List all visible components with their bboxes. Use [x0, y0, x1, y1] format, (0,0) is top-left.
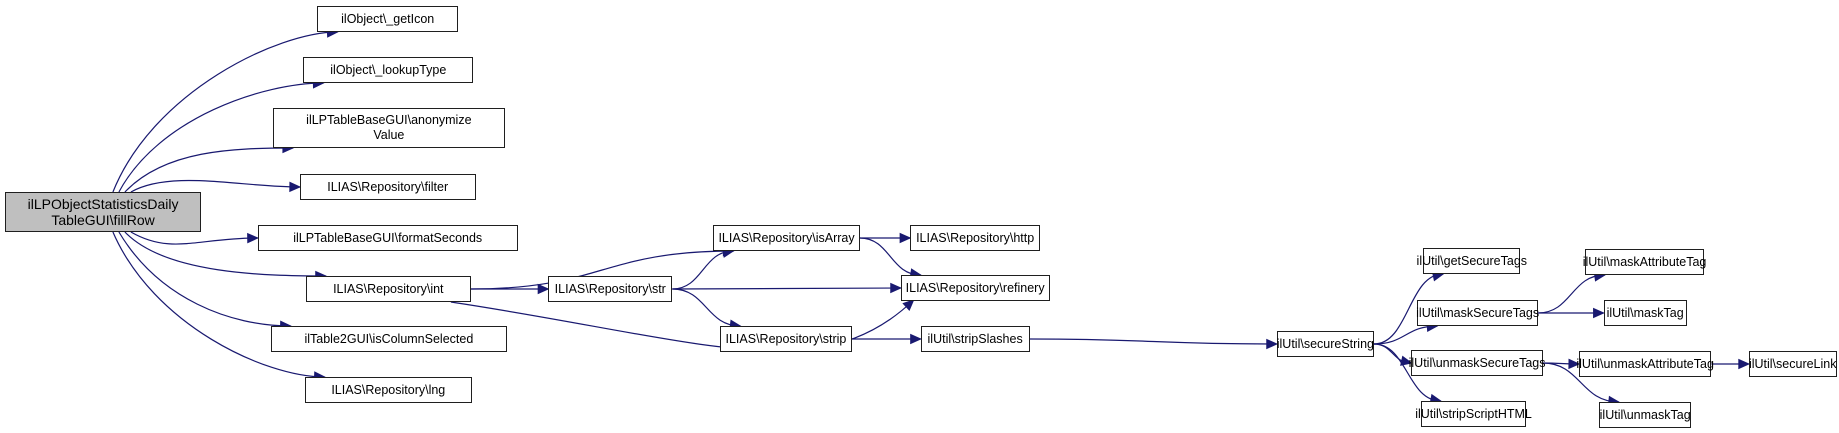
node-unmaskAttributeTag[interactable]: ilUtil\unmaskAttributeTag	[1576, 351, 1714, 377]
arrowhead-str-refinery	[890, 282, 902, 294]
edge-fillRow-getIcon	[112, 31, 338, 193]
node-maskSecureTags[interactable]: ilUtil\maskSecureTags	[1416, 300, 1539, 326]
edge-stripSlashes-secureString	[1029, 338, 1277, 345]
node-maskAttributeTag[interactable]: ilUtil\maskAttributeTag	[1583, 249, 1706, 275]
arrowhead-int-str	[537, 283, 550, 295]
node-stripScriptHTML[interactable]: ilUtil\stripScriptHTML	[1415, 401, 1532, 427]
node-str[interactable]: ILIAS\Repository\str	[548, 276, 673, 302]
node-strip[interactable]: ILIAS\Repository\strip	[720, 326, 852, 352]
node-http[interactable]: ILIAS\Repository\http	[910, 225, 1041, 251]
edge-unmaskSecureTags-unmaskTag	[1542, 362, 1619, 403]
edge-fillRow-filter	[130, 179, 300, 193]
arrowhead-strip-stripSlashes	[910, 333, 922, 345]
edge-fillRow-anonymizeValue	[124, 147, 293, 193]
arrowhead-stripSlashes-secureString	[1266, 338, 1278, 350]
edge-secureString-getSecureTags	[1373, 273, 1444, 345]
node-fillRow[interactable]: ilLPObjectStatisticsDaily TableGUI\fillR…	[4, 192, 202, 232]
edge-fillRow-lookupType	[118, 82, 324, 193]
edge-maskSecureTags-maskAttributeTag	[1537, 274, 1605, 314]
node-filter[interactable]: ILIAS\Repository\filter	[299, 174, 476, 200]
node-unmaskTag[interactable]: ilUtil\unmaskTag	[1598, 402, 1692, 428]
arrowhead-fillRow-filter	[289, 181, 302, 193]
arrowhead-fillRow-formatSeconds	[247, 232, 259, 244]
node-stripSlashes[interactable]: ilUtil\stripSlashes	[920, 326, 1030, 352]
edge-str-refinery	[672, 287, 901, 290]
node-formatSeconds[interactable]: ilLPTableBaseGUI\formatSeconds	[257, 225, 518, 251]
node-maskTag[interactable]: ilUtil\maskTag	[1603, 300, 1687, 326]
edge-fillRow-lng	[112, 231, 325, 378]
node-isColumnSelected[interactable]: ilTable2GUI\isColumnSelected	[270, 326, 508, 352]
edge-str-strip	[672, 288, 741, 327]
node-getIcon[interactable]: ilObject\_getIcon	[317, 6, 458, 32]
node-isArray[interactable]: ILIAS\Repository\isArray	[713, 225, 860, 251]
arrowhead-isArray-http	[899, 232, 912, 244]
node-lookupType[interactable]: ilObject\_lookupType	[303, 57, 474, 83]
node-unmaskSecureTags[interactable]: ilUtil\unmaskSecureTags	[1409, 350, 1545, 376]
arrowhead-int-refinery	[902, 299, 915, 311]
edge-int-isArray	[470, 250, 734, 290]
arrowhead-unmaskSecureTags-unmaskAttributeTag	[1568, 358, 1581, 370]
node-secureLink[interactable]: ilUtil\secureLink	[1748, 351, 1837, 377]
node-secureString[interactable]: ilUtil\secureString	[1277, 331, 1374, 357]
node-lng[interactable]: ILIAS\Repository\lng	[304, 377, 473, 403]
arrowhead-unmaskAttributeTag-secureLink	[1738, 358, 1751, 370]
arrowhead-maskSecureTags-maskTag	[1593, 307, 1605, 319]
arrowhead-secureString-unmaskSecureTags	[1400, 355, 1413, 366]
node-refinery[interactable]: ILIAS\Repository\refinery	[900, 275, 1050, 301]
node-getSecureTags[interactable]: ilUtil\getSecureTags	[1417, 248, 1527, 274]
edge-fillRow-isColumnSelected	[118, 231, 291, 327]
node-anonymizeValue[interactable]: ilLPTableBaseGUI\anonymize Value	[272, 108, 505, 148]
node-int[interactable]: ILIAS\Repository\int	[305, 276, 471, 302]
edge-fillRow-int	[124, 231, 326, 277]
edge-fillRow-formatSeconds	[130, 231, 258, 245]
